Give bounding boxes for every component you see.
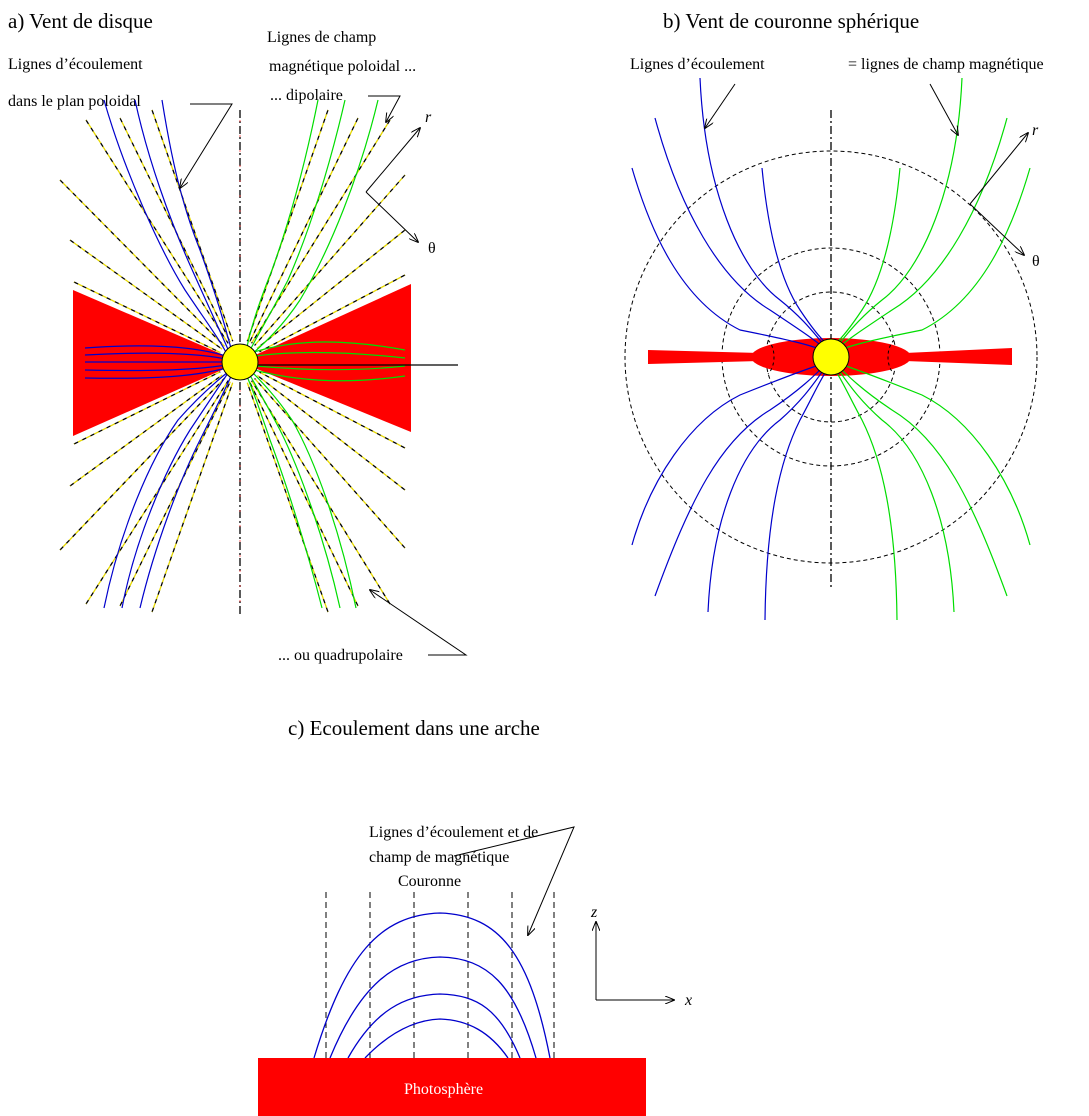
thin-disk-right: [905, 348, 1012, 365]
flow-label-pointer-b: [705, 83, 736, 128]
arch-label-line1: Lignes d’écoulement et de: [369, 824, 538, 841]
arch-flow-lines: [313, 912, 551, 1059]
cone-surface-line: [59, 179, 225, 347]
accretion-disk-right: [240, 284, 411, 432]
cone-surface-line: [254, 174, 406, 346]
cone-surface-line: [248, 117, 359, 343]
cone-surface-line: [85, 119, 229, 344]
cone-surface-line: [85, 380, 229, 605]
dipole-label: ... dipolaire: [270, 87, 343, 104]
cone-surface-line: [69, 239, 223, 350]
cone-surface-line: [256, 374, 406, 491]
field-lines-b: [834, 77, 1031, 621]
cone-surface-line: [246, 382, 329, 613]
field-label-pointer-b: [929, 83, 958, 135]
field-lines-label-b: = lignes de champ magnétique: [848, 56, 1044, 73]
cone-surface-line: [251, 119, 391, 344]
panel-c-arch-flow: c) Ecoulement dans une arche Lignes d’éc…: [258, 716, 692, 1116]
r-axis-arrow-a: [365, 128, 420, 193]
cone-surface-line: [119, 381, 231, 607]
r-axis-label-b: r: [1032, 122, 1039, 139]
cone-surface-line: [254, 378, 406, 549]
arch-label-pointer: [453, 826, 575, 935]
cone-surface-line: [59, 377, 226, 551]
flow-lines-b: [631, 77, 828, 621]
central-star-b: [812, 338, 850, 376]
cone-surface-line: [69, 374, 223, 487]
theta-axis-arrow-b: [969, 203, 1024, 255]
cone-surface-line: [259, 274, 406, 353]
panel-b-title: b) Vent de couronne sphérique: [663, 9, 919, 33]
flow-lines-label-line2: dans le plan poloidal: [8, 93, 141, 110]
cone-surface-line: [246, 109, 329, 342]
panel-b-coronal-wind: b) Vent de couronne sphérique Lignes d’é…: [624, 9, 1044, 621]
vertical-field-lines: [325, 892, 555, 1058]
r-axis-label-a: r: [425, 109, 432, 126]
field-lines-right: [245, 99, 406, 609]
cone-surface-line: [73, 371, 221, 445]
flow-label-pointer-a: [180, 103, 233, 188]
central-star-a: [221, 343, 259, 381]
cone-surface-line: [119, 117, 231, 343]
cone-surface-line: [59, 179, 225, 347]
cone-surface-line: [256, 229, 406, 349]
thin-disk-left: [648, 350, 760, 364]
r-axis-arrow-b: [969, 133, 1028, 205]
panel-a-disk-wind: a) Vent de disque Lignes d’écoulement da…: [8, 9, 468, 664]
theta-axis-arrow-a: [365, 191, 418, 242]
cone-surface-line: [151, 382, 234, 613]
cone-surface-line: [251, 380, 391, 605]
photosphere-label: Photosphère: [404, 1081, 483, 1098]
field-lines-label-line2: magnétique poloidal ...: [269, 58, 416, 75]
cone-surface-line: [248, 381, 359, 607]
cone-surface-line: [248, 381, 359, 607]
panel-a-title: a) Vent de disque: [8, 9, 153, 33]
theta-axis-label-b: θ: [1032, 253, 1040, 270]
theta-axis-label-a: θ: [428, 240, 436, 257]
corona-label: Couronne: [398, 873, 461, 890]
conical-surfaces: [59, 109, 406, 613]
quadrupole-label: ... ou quadrupolaire: [278, 647, 403, 664]
cone-surface-line: [151, 109, 234, 342]
accretion-disk-left: [73, 290, 240, 436]
cone-surface-line: [73, 281, 221, 354]
cone-surface-line: [254, 378, 406, 549]
flow-lines-left: [84, 99, 233, 609]
cone-surface-line: [248, 117, 359, 343]
flow-lines-label-b: Lignes d’écoulement: [630, 56, 765, 73]
quadrupole-label-pointer: [370, 590, 468, 656]
x-axis-label: x: [684, 992, 692, 1009]
cone-surface-line: [119, 381, 231, 607]
flow-lines-label-line1: Lignes d’écoulement: [8, 56, 143, 73]
arch-label-line2: champ de magnétique: [369, 849, 509, 866]
cone-surface-line: [259, 371, 406, 449]
dipole-label-pointer: [368, 95, 401, 122]
z-axis-label: z: [590, 904, 598, 921]
field-lines-label-line1: Lignes de champ: [267, 29, 376, 46]
cone-surface-line: [251, 380, 391, 605]
panel-c-title: c) Ecoulement dans une arche: [288, 716, 540, 740]
photosphere-block: [258, 1058, 646, 1116]
